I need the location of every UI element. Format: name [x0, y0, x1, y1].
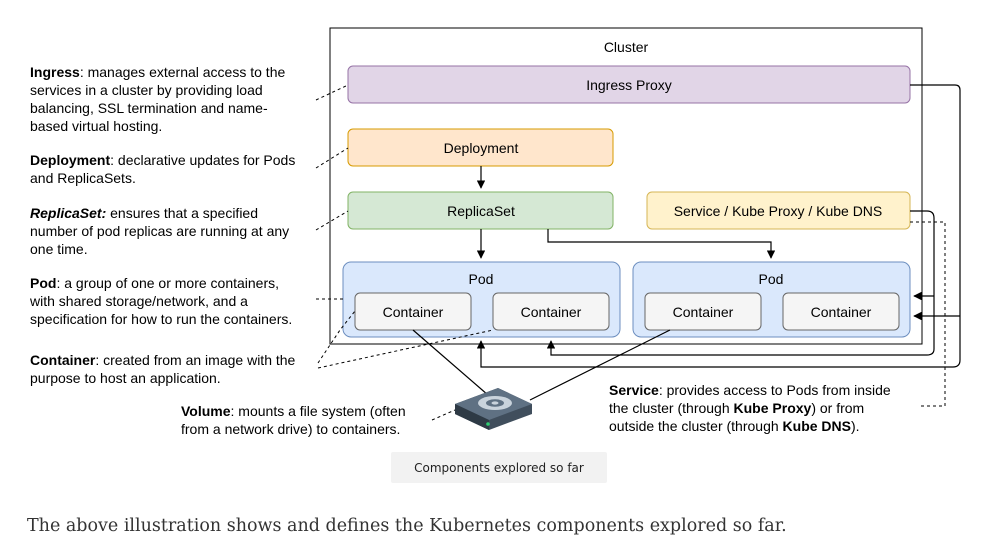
replicaset-annotation-line-3: one time.	[30, 241, 88, 257]
pod-label-2: Pod	[759, 271, 784, 287]
container-label-2: Container	[521, 304, 582, 320]
volume-connector	[431, 409, 456, 421]
hard-drive-icon	[455, 388, 532, 430]
volume-connection-1	[412, 329, 489, 396]
container-label-1: Container	[383, 304, 444, 320]
container-box-4	[782, 292, 900, 331]
replicaset-label: ReplicaSet	[447, 203, 515, 219]
ingress-to-pod1-arrow	[476, 84, 961, 368]
ingress-proxy-label: Ingress Proxy	[586, 77, 672, 93]
container-annotation-line-1: Container: created from an image with th…	[30, 352, 296, 368]
container-annotation-line-2: purpose to host an application.	[30, 370, 221, 386]
deployment-label: Deployment	[444, 140, 519, 156]
container-label-4: Container	[811, 304, 872, 320]
container-box-2	[492, 292, 610, 331]
service-to-pod1-arrow	[546, 210, 935, 356]
deployment-annotation-line-1: Deployment: declarative updates for Pods	[30, 152, 295, 168]
container-label-3: Container	[673, 304, 734, 320]
volume-connection-2	[529, 329, 671, 401]
pod-label-1: Pod	[469, 271, 494, 287]
container-box-3	[644, 292, 762, 331]
service-label: Service / Kube Proxy / Kube DNS	[674, 203, 883, 219]
service-annotation-line-2: the cluster (through Kube Proxy) or from	[609, 400, 864, 416]
service-connector	[910, 221, 946, 407]
figure-caption: Components explored so far	[391, 452, 607, 483]
volume-annotation-line-1: Volume: mounts a file system (often	[181, 403, 406, 419]
replicaset-annotation-line-1: ReplicaSet: ensures that a specified	[30, 205, 258, 221]
replicaset-connector	[315, 210, 349, 231]
pod-annotation-line-3: specification for how to run the contain…	[30, 311, 292, 327]
ingress-annotation-line-1: Ingress: manages external access to the	[30, 64, 285, 80]
pod-annotation-line-1: Pod: a group of one or more containers,	[30, 275, 279, 291]
ingress-annotation-line-4: based virtual hosting.	[30, 118, 162, 134]
service-annotation-line-3: outside the cluster (through Kube DNS).	[609, 418, 860, 434]
cluster-label: Cluster	[604, 39, 649, 55]
pod-annotation-line-2: with shared storage/network, and a	[29, 293, 248, 309]
replicaset-annotation-line-2: number of pod replicas are running at an…	[30, 223, 289, 239]
body-paragraph: The above illustration shows and defines…	[27, 516, 787, 536]
service-annotation-line-1: Service: provides access to Pods from in…	[609, 382, 891, 398]
container-connector-1	[317, 310, 356, 364]
ingress-annotation-line-2: services in a cluster by providing load	[30, 82, 263, 98]
replicaset-to-pod2-arrow	[547, 229, 776, 259]
ingress-annotation-line-3: balancing, SSL termination and name-	[30, 100, 268, 116]
volume-annotation-line-2: from a network drive) to containers.	[181, 421, 400, 437]
deployment-annotation-line-2: and ReplicaSets.	[30, 170, 136, 186]
deployment-connector	[315, 147, 349, 169]
